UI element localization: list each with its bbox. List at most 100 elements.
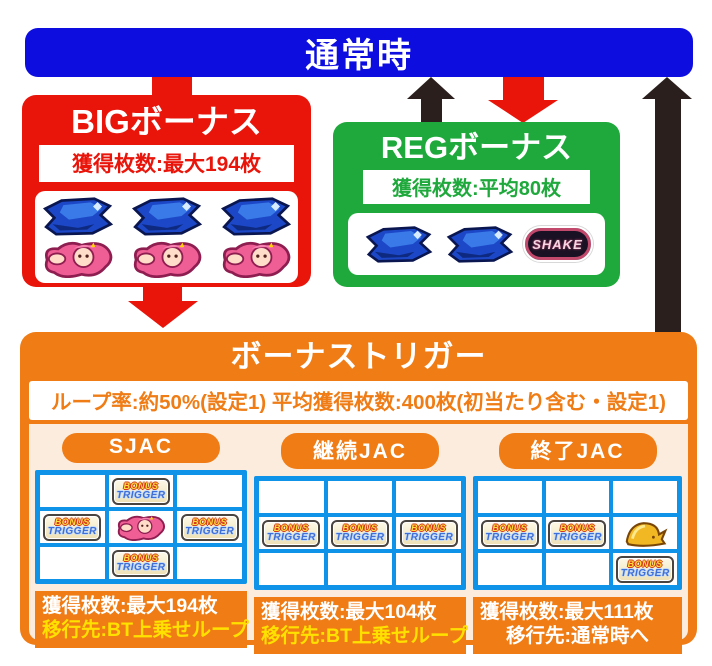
bonus-trigger-badge-line1: BONUS [411, 522, 447, 533]
bonus-trigger-box: ボーナストリガー ループ率:約50%(設定1) 平均獲得枚数:400枚(初当たり… [20, 332, 697, 654]
sjac-destination: 移行先:BT上乗せループ [42, 619, 249, 642]
reel-cell [40, 547, 105, 579]
big-bonus-reel-panel [35, 191, 298, 283]
keizoku-jac-label: 継続JAC [281, 433, 439, 469]
reg-bonus-title: REGボーナス [380, 130, 573, 165]
bonus-trigger-badge-line2: TRIGGER [116, 561, 166, 573]
pink-character-symbol-icon [36, 238, 120, 278]
reel-cell [545, 481, 610, 513]
reel-cell [478, 553, 542, 585]
arrow-normal-to-reg-shaft [503, 77, 544, 102]
reel-cell [327, 553, 393, 585]
bonus-trigger-badge-line1: BONUS [342, 522, 378, 533]
bonus-trigger-stats: ループ率:約50%(設定1) 平均獲得枚数:400枚(初当たり含む・設定1) [29, 381, 688, 420]
reel-cell [396, 553, 461, 585]
reel-cell [613, 481, 677, 513]
shake-symbol-icon: SHAKE [522, 226, 593, 262]
shuryo-jac-payout: 獲得枚数:最大111枚 [480, 601, 654, 623]
pink-character-symbol-icon [214, 238, 298, 278]
sjac-info: 獲得枚数:最大194枚 移行先:BT上乗せループ [35, 591, 249, 648]
blue-fish-symbol-icon [361, 225, 437, 263]
shuryo-jac-label: 終了JAC [498, 433, 657, 469]
keizoku-jac-destination: 移行先:BT上乗せループ [261, 625, 468, 648]
reel-row [37, 238, 296, 278]
big-bonus-box: BIGボーナス 獲得枚数:最大194枚 [22, 95, 311, 287]
reel-cell [396, 481, 461, 513]
arrow-down-icon [488, 100, 558, 123]
bonus-trigger-badge-line2: TRIGGER [404, 531, 454, 543]
reel-cell [545, 553, 610, 585]
reel-cell [40, 475, 105, 507]
bonus-trigger-badge-line2: TRIGGER [485, 531, 535, 543]
reel-row [37, 196, 296, 236]
arrow-down-icon [128, 301, 198, 328]
arrow-up-icon [407, 77, 455, 99]
bonus-trigger-badge-line2: TRIGGER [47, 525, 97, 537]
reel-cell [177, 547, 242, 579]
arrow-up-icon [642, 77, 692, 99]
normal-state-label: 通常時 [305, 37, 413, 75]
blue-fish-symbol-icon [125, 196, 209, 236]
bonus-trigger-badge-line2: TRIGGER [335, 531, 385, 543]
reg-bonus-payout: 獲得枚数:平均80枚 [363, 170, 590, 204]
reel-row: SHAKE [361, 225, 593, 263]
reel-cell [259, 481, 324, 513]
bonus-trigger-title: ボーナストリガー [230, 339, 487, 374]
reel-cell [108, 511, 174, 543]
keizoku-jac-payout: 獲得枚数:最大104枚 [261, 601, 437, 623]
bonus-trigger-badge-line2: TRIGGER [620, 567, 670, 579]
blue-fish-symbol-icon [442, 225, 518, 263]
bonus-trigger-badge-line1: BONUS [492, 522, 528, 533]
reel-cell [613, 517, 677, 549]
gold-shell-symbol-icon [617, 519, 673, 547]
reel-cell [478, 481, 542, 513]
bonus-trigger-badge-line1: BONUS [123, 552, 159, 563]
bonus-trigger-badge-line2: TRIGGER [185, 525, 235, 537]
pink-character-symbol-icon [113, 513, 169, 541]
keizoku-jac-info: 獲得枚数:最大104枚 移行先:BT上乗せループ [254, 597, 468, 654]
blue-fish-symbol-icon [214, 196, 298, 236]
arrow-trigger-to-normal-shaft [655, 96, 681, 334]
arrow-big-to-trigger-shaft [143, 285, 182, 303]
blue-fish-symbol-icon [36, 196, 120, 236]
sjac-payout: 獲得枚数:最大194枚 [42, 595, 218, 617]
pink-character-symbol-icon [125, 238, 209, 278]
shuryo-jac-destination: 移行先:通常時へ [506, 625, 649, 648]
bonus-trigger-badge-line2: TRIGGER [116, 489, 166, 501]
bonus-trigger-badge-line1: BONUS [54, 516, 90, 527]
reg-bonus-reel-panel: SHAKE [348, 213, 605, 275]
bonus-trigger-badge-line1: BONUS [559, 522, 595, 533]
bonus-trigger-badge-line1: BONUS [627, 558, 663, 569]
arrow-reg-to-normal-shaft [421, 96, 442, 123]
big-bonus-payout: 獲得枚数:最大194枚 [39, 145, 294, 182]
shuryo-jac-info: 獲得枚数:最大111枚 移行先:通常時へ [473, 597, 682, 654]
shake-label: SHAKE [532, 236, 583, 252]
big-bonus-title: BIGボーナス [71, 103, 262, 140]
